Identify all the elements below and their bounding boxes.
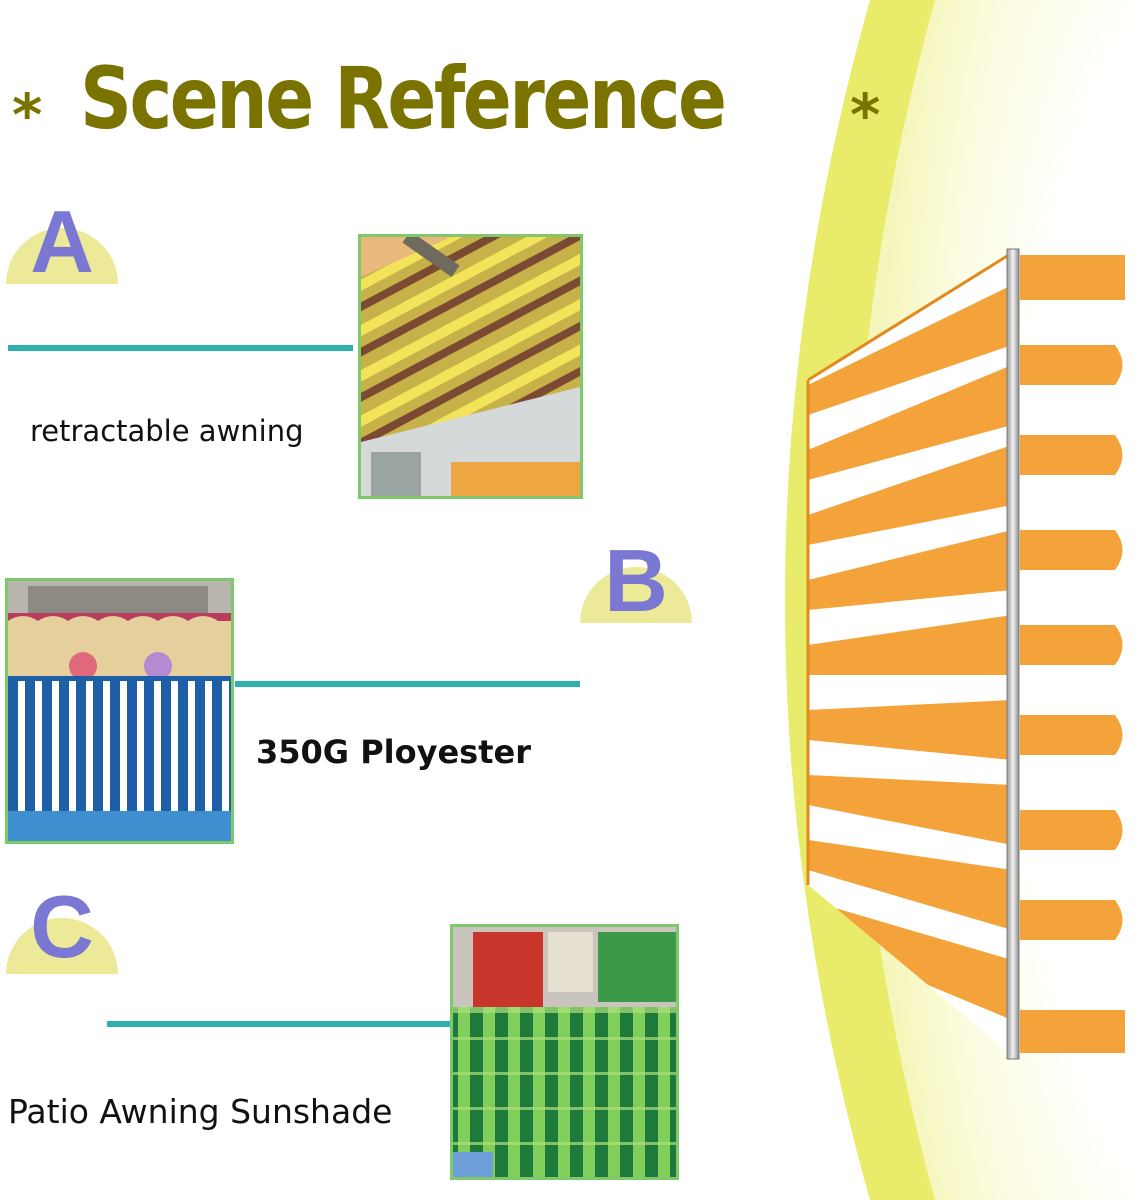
- badge-b: B: [580, 537, 692, 625]
- badge-c: C: [6, 883, 118, 974]
- photo-b: [5, 578, 234, 844]
- photo-a: [358, 234, 583, 499]
- rule-b: [235, 681, 580, 687]
- retractable-awning-photo-icon: [361, 237, 580, 496]
- badge-c-letter: C: [30, 877, 94, 976]
- badge-a: A: [6, 198, 118, 286]
- striped-enclosure-photo-icon: [8, 581, 231, 841]
- photo-c: [450, 924, 679, 1180]
- badge-b-letter: B: [604, 531, 668, 630]
- page-title: Scene Reference: [80, 49, 727, 149]
- rule-c: [107, 1021, 452, 1027]
- green-striped-cover-photo-icon: [453, 927, 676, 1177]
- orange-white-striped-awning-illustration-icon: [806, 248, 1125, 1060]
- title-star-right: *: [850, 81, 881, 149]
- caption-a: retractable awning: [30, 414, 304, 448]
- caption-b: 350G Ployester: [256, 733, 531, 771]
- badge-a-letter: A: [30, 192, 94, 291]
- title-star-left: *: [12, 81, 43, 149]
- caption-c: Patio Awning Sunshade: [8, 1092, 393, 1131]
- rule-a: [8, 345, 353, 351]
